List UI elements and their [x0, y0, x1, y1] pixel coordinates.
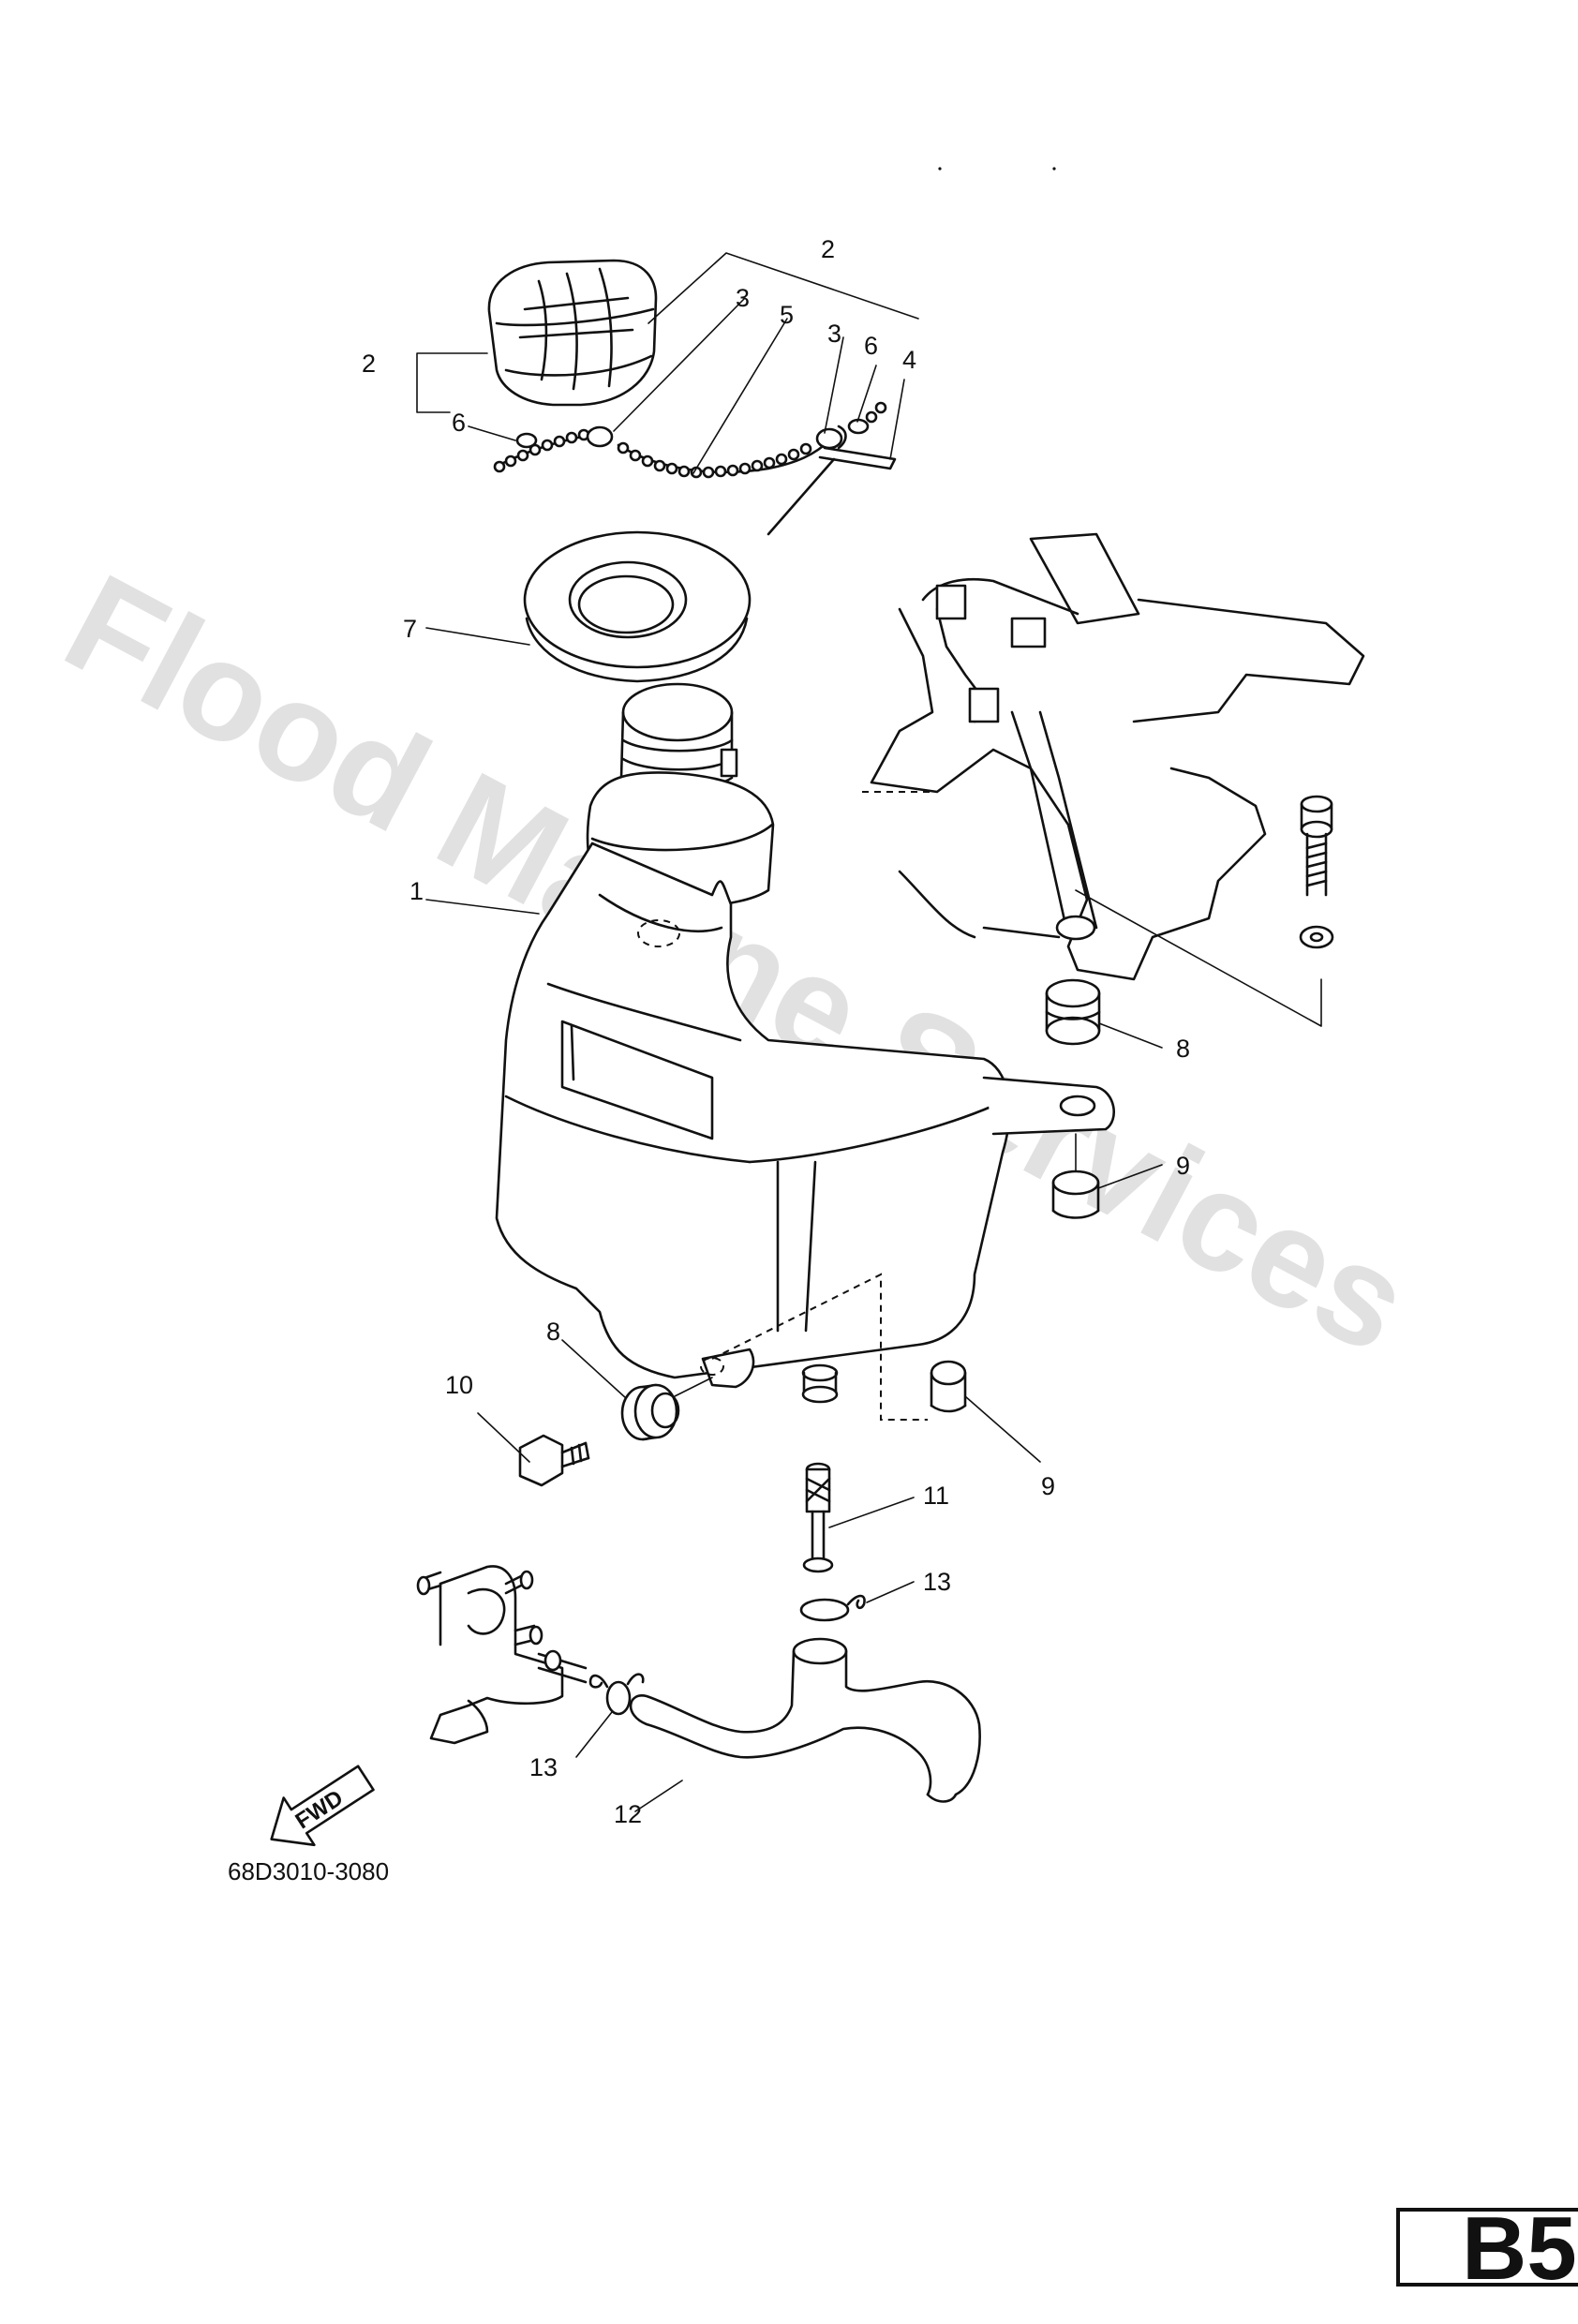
callout-9: 9 [1041, 1472, 1055, 1500]
callout-10: 10 [445, 1371, 473, 1399]
fuel-cap-icon [487, 259, 658, 407]
bolt-left-icon [518, 1434, 590, 1487]
callouts: 2 2 3 5 3 6 4 6 7 1 8 9 8 10 9 11 13 13 … [362, 235, 1190, 1828]
callout-7: 7 [403, 615, 417, 643]
bracket-icon [862, 532, 1365, 981]
collar-lower-icon [930, 1360, 967, 1413]
callout-6: 6 [864, 332, 878, 360]
callout-3: 3 [827, 320, 841, 348]
callout-13: 13 [923, 1568, 951, 1596]
bead-chain [493, 401, 897, 536]
strainer-icon [802, 1462, 834, 1573]
collar-icon [1051, 1169, 1100, 1219]
callout-1: 1 [409, 877, 424, 905]
callout-12: 12 [614, 1800, 642, 1828]
fuel-hose-icon [629, 1637, 981, 1803]
callout-13: 13 [529, 1753, 558, 1781]
callout-2: 2 [821, 235, 835, 263]
gasket-icon [523, 530, 752, 683]
callout-8: 8 [1176, 1035, 1190, 1063]
callout-5: 5 [780, 301, 794, 329]
bolt-icon [1299, 795, 1334, 949]
fuel-tank-icon [495, 682, 1115, 1404]
callout-2: 2 [362, 350, 376, 378]
fuel-cock-icon [416, 1565, 588, 1745]
callout-9: 9 [1176, 1152, 1190, 1180]
callout-3: 3 [736, 284, 750, 312]
clip-upper-icon [799, 1594, 866, 1622]
page-badge: B5 [1396, 2198, 1578, 2299]
callout-8: 8 [546, 1318, 560, 1346]
cap-leaders [416, 252, 919, 474]
callout-11: 11 [923, 1482, 949, 1510]
clip-lower-icon [588, 1673, 645, 1716]
fwd-arrow-icon: FWD [270, 1765, 375, 1847]
callout-4: 4 [902, 346, 916, 374]
grommet-icon [1045, 978, 1101, 1046]
page-badge-label: B5 [1462, 2198, 1577, 2299]
part-code: 68D3010-3080 [228, 1857, 389, 1885]
callout-6: 6 [452, 409, 466, 437]
grommet-left-icon [620, 1383, 680, 1441]
